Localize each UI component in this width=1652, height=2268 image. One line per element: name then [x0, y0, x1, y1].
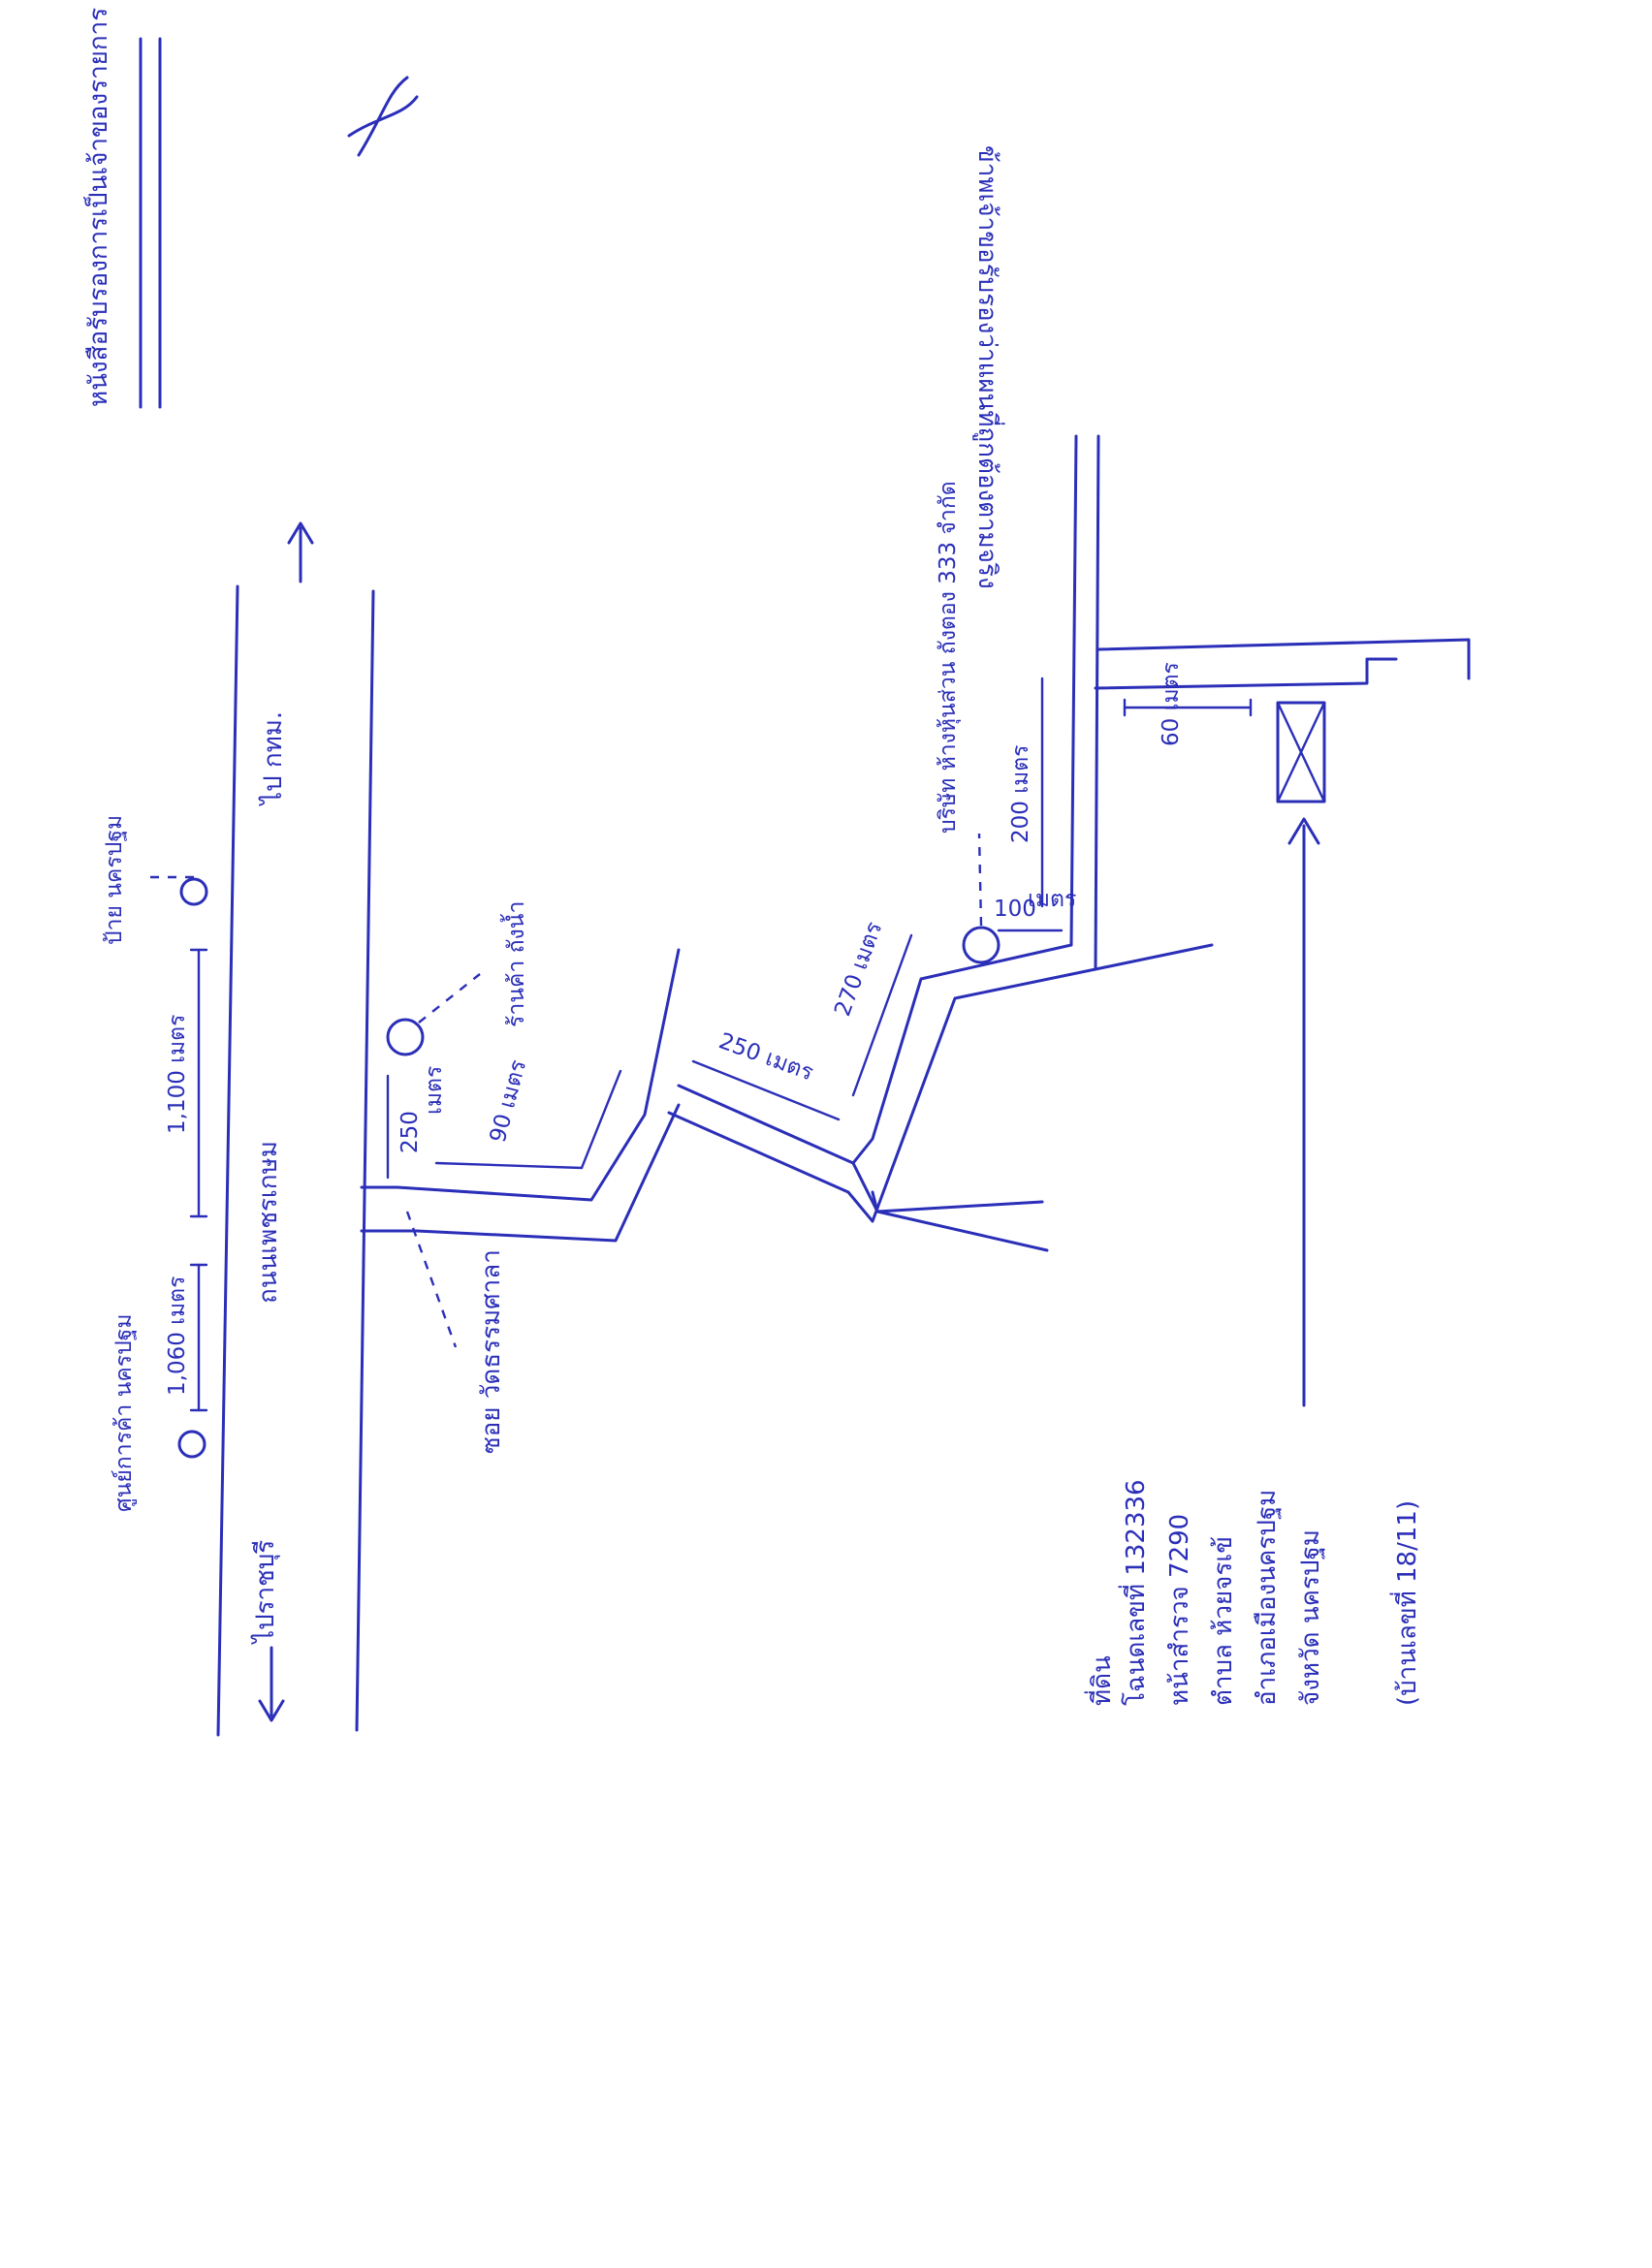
arrow-bangkok-head — [287, 521, 314, 545]
company-leader — [977, 833, 983, 927]
main-road-label: ถนนเพชรเกษม — [254, 1141, 283, 1304]
property-description: ที่ดิน โฉนดเลขที่ 132336 หน้าสำรวจ 7290 … — [1084, 1479, 1422, 1706]
soi-edge-upper — [360, 948, 681, 1202]
distance-1100-label: 1,100 เมตร — [165, 1015, 190, 1134]
company-marker — [962, 926, 1001, 964]
to-bangkok-label: ไป กทม. — [258, 711, 288, 806]
distance-90-label: 90 เมตร — [486, 1057, 532, 1146]
signature-mark — [347, 76, 419, 157]
company-label: บริษัท ห้างหุ้นส่วน ถังตอง 333 จำกัด — [936, 481, 961, 834]
property-cross-b — [1276, 701, 1326, 803]
nakhon-pathom-sign-marker — [179, 877, 208, 906]
dim-250-road-line — [691, 1059, 841, 1121]
soi-edge-lower — [360, 1103, 681, 1243]
cross-lane-top — [1096, 638, 1471, 680]
lumber-shop-leader — [418, 973, 481, 1024]
header-owner-line: หนังสือรับรองการเป็นเจ้าของรายการ — [82, 8, 113, 407]
branch-fork-a — [871, 1190, 1049, 1252]
lumber-shop-marker — [386, 1018, 425, 1056]
lumber-shop-label: ร้านค้า ถังน้ำ — [500, 901, 529, 1027]
branch-road-edge-lower — [667, 943, 1214, 1223]
property-pointer-arrowhead — [1287, 817, 1320, 845]
distance-250-side-unit: เมตร — [422, 1066, 447, 1115]
shopping-center-label: ศูนย์การค้า นครปฐม — [111, 1313, 137, 1512]
shopping-center-marker — [177, 1430, 206, 1459]
distance-60-label: 60 เมตร — [1159, 662, 1184, 746]
lane-edge-right — [1094, 434, 1100, 971]
branch-road-edge-upper — [677, 943, 1073, 1165]
property-line-1: ที่ดิน — [1084, 1655, 1117, 1706]
property-line-3: หน้าสำรวจ 7290 — [1165, 1514, 1194, 1706]
property-line-4: ตำบล ห้วยจรเข้ — [1209, 1536, 1238, 1706]
to-ratchaburi-label: ไปราชบุรี — [250, 1540, 280, 1645]
main-road-edge-left — [216, 584, 239, 1737]
arrow-ratchaburi-head — [258, 1699, 285, 1722]
distance-100-label: 100 — [994, 897, 1036, 922]
property-parcel — [1276, 701, 1326, 803]
property-line-7: (บ้านเลขที่ 18/11) — [1389, 1500, 1422, 1706]
dim-270-line — [851, 933, 913, 1097]
header-note-line: ข้าพเจ้าขอรับรองว่าแผนที่ถูกต้องตามจริง — [972, 145, 1005, 589]
soi-label-leader — [405, 1211, 458, 1348]
distance-100-unit: เมตร — [1028, 887, 1076, 912]
distance-250-side-label: 250 — [397, 1111, 423, 1153]
soi-label: ซอย วัดธรรมศาลา — [477, 1249, 506, 1454]
nakhon-pathom-sign-label: ป้าย นครปฐม — [102, 815, 127, 945]
distance-270-label: 270 เมตร — [830, 919, 887, 1020]
distance-1060-label: 1,060 เมตร — [165, 1276, 190, 1396]
branch-fork-b — [851, 1161, 879, 1213]
lane-edge-left — [1069, 434, 1078, 947]
branch-fork-c — [875, 1200, 1044, 1213]
dim-90-line — [434, 1069, 622, 1170]
property-line-5: อำเภอเมืองนครปฐม — [1253, 1490, 1282, 1706]
main-road-edge-right — [355, 589, 375, 1732]
cross-lane-bottom — [1094, 657, 1398, 690]
property-line-6: จังหวัด นครปฐม — [1296, 1529, 1325, 1706]
property-line-2: โฉนดเลขที่ 132336 — [1118, 1479, 1151, 1706]
distance-200-label: 200 เมตร — [1008, 744, 1033, 843]
